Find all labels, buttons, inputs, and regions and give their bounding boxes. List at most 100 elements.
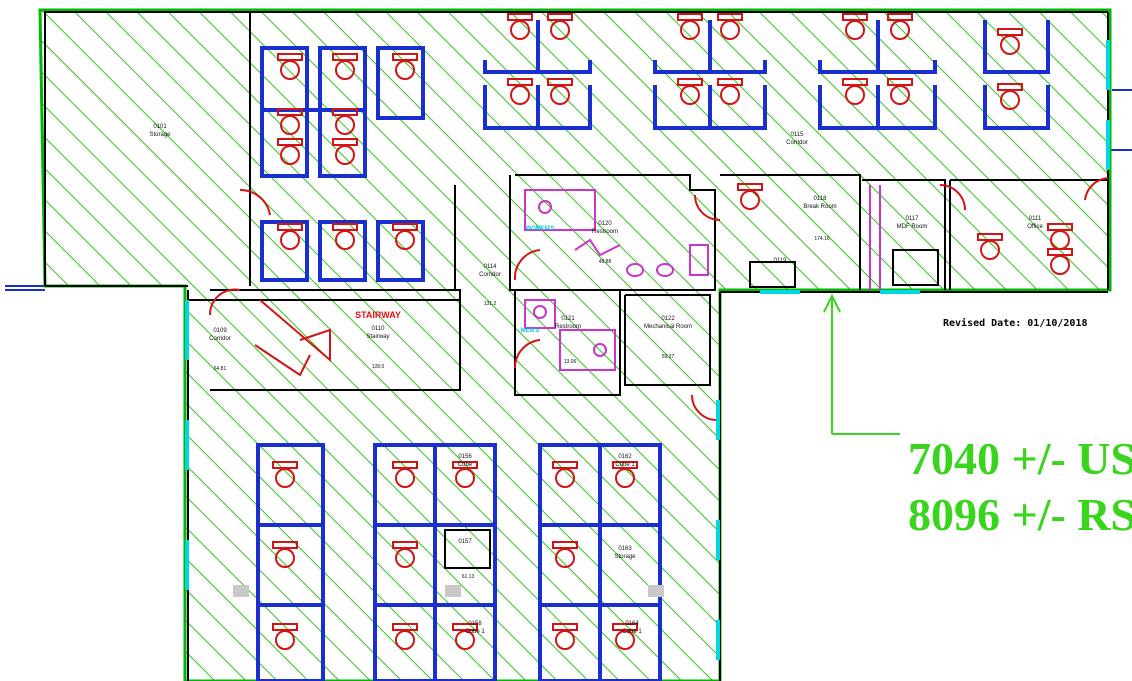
interior-walls <box>188 12 1108 396</box>
desk-icon <box>452 623 478 631</box>
desk-icon <box>277 223 303 231</box>
room-number-0120: 0120 <box>598 221 612 227</box>
desk-icon <box>717 78 743 86</box>
room-area-0157: 61.13 <box>462 574 475 580</box>
room-name-0163: Storage <box>614 554 636 560</box>
desk-icon <box>612 623 638 631</box>
cubicle-partitions <box>256 20 1050 681</box>
desk-icon <box>277 138 303 146</box>
room-number-0163: 0163 <box>618 546 632 552</box>
room-number-0110: 0110 <box>372 326 386 332</box>
desk-icon <box>1047 248 1073 256</box>
callout-leader <box>823 293 900 435</box>
desk-icon <box>272 623 298 631</box>
desk-icon <box>272 461 298 469</box>
room-number-0117: 0117 <box>906 216 920 222</box>
room-number-0119: 0119 <box>774 258 788 264</box>
room-name-0156: Cube <box>458 462 473 468</box>
desk-icon <box>332 53 358 61</box>
room-name-0110: Stairway <box>366 334 389 340</box>
room-name-0118: Break Room <box>803 204 836 210</box>
furniture-group <box>272 13 1073 650</box>
desk-icon <box>977 233 1003 241</box>
desk-icon <box>507 78 533 86</box>
desk-icon <box>452 461 478 469</box>
room-name-0164: Cube 1 <box>622 629 642 635</box>
revised-date: Revised Date: 01/10/2018 <box>943 317 1088 329</box>
desk-icon <box>842 13 868 21</box>
room-number-0118: 0118 <box>814 196 828 202</box>
small-closets <box>444 249 939 569</box>
desk-icon <box>392 541 418 549</box>
rentable-area-callout: 8096 +/- RS <box>908 489 1132 540</box>
room-number-0122: 0122 <box>661 316 675 322</box>
desk-icon <box>392 623 418 631</box>
desk-icon <box>552 461 578 469</box>
room-name-0115: Corridor <box>786 140 808 146</box>
room-name-0120: Restroom <box>592 229 618 235</box>
room-labels: 0101 Storage 0109 Corridor 64.81 STAIRWA… <box>149 124 1043 635</box>
room-area-0122: 59.37 <box>662 354 675 360</box>
stairway-lines <box>254 299 331 377</box>
room-name-0117: MDF Room <box>897 224 928 230</box>
room-area-0118: 174.16 <box>814 236 830 242</box>
room-name-0111: Office <box>1027 224 1043 230</box>
room-name-0121: Restroom <box>555 324 581 330</box>
room-name-0109: Corridor <box>209 336 231 342</box>
desk-icon <box>887 78 913 86</box>
desk-icon <box>842 78 868 86</box>
desk-icon <box>392 223 418 231</box>
room-area-0110: 128.0 <box>372 364 385 370</box>
desk-icon <box>997 28 1023 36</box>
columns <box>233 585 664 597</box>
desk-icon <box>717 13 743 21</box>
desk-icon <box>277 53 303 61</box>
stairway-banner: STAIRWAY <box>355 310 401 320</box>
room-number-0114: 0114 <box>484 264 498 270</box>
desk-icon <box>737 183 763 191</box>
room-number-0158: 0158 <box>468 621 482 627</box>
room-area-0120: 48.88 <box>599 259 612 265</box>
desk-icon <box>677 13 703 21</box>
restroom-tag-womens: WOMEN'S <box>525 226 554 232</box>
door-swings <box>208 177 1109 422</box>
room-number-0115: 0115 <box>791 132 805 138</box>
room-number-0164: 0164 <box>625 621 639 627</box>
desk-icon <box>547 78 573 86</box>
desk-icon <box>552 623 578 631</box>
window-markers <box>185 40 1110 660</box>
outer-boundary-lines <box>5 89 1132 291</box>
room-number-0162: 0162 <box>618 454 632 460</box>
room-number-0156: 0156 <box>458 454 472 460</box>
room-number-0109: 0109 <box>213 328 227 334</box>
desk-icon <box>277 108 303 116</box>
usable-area-callout: 7040 +/- US <box>908 433 1132 484</box>
desk-icon <box>392 461 418 469</box>
desk-icon <box>887 13 913 21</box>
room-name-0162: Cube 1 <box>615 462 635 468</box>
room-area-0114: 131.2 <box>484 301 497 307</box>
restroom-fixtures <box>524 185 881 371</box>
room-name-0122: Mechanical Room <box>644 324 692 330</box>
leased-area-hatch <box>38 8 1112 681</box>
desk-icon <box>332 223 358 231</box>
desk-icon <box>547 13 573 21</box>
desk-icon <box>507 13 533 21</box>
room-area-0121: 13.06 <box>564 359 577 365</box>
desk-icon <box>612 461 638 469</box>
desk-icon <box>392 53 418 61</box>
room-name-0101: Storage <box>149 132 171 138</box>
desk-icon <box>332 138 358 146</box>
desk-icon <box>1047 223 1073 231</box>
room-name-0114: Corridor <box>479 272 501 278</box>
room-area-0109: 64.81 <box>214 366 227 372</box>
desk-icon <box>997 83 1023 91</box>
room-number-0111: 0111 <box>1029 216 1042 222</box>
desk-icon <box>552 541 578 549</box>
desk-icon <box>272 541 298 549</box>
room-number-0121: 0121 <box>561 316 575 322</box>
desk-icon <box>332 108 358 116</box>
room-number-0101: 0101 <box>153 124 167 130</box>
desk-icon <box>677 78 703 86</box>
restroom-tag-mens: MEN'S <box>521 328 540 334</box>
